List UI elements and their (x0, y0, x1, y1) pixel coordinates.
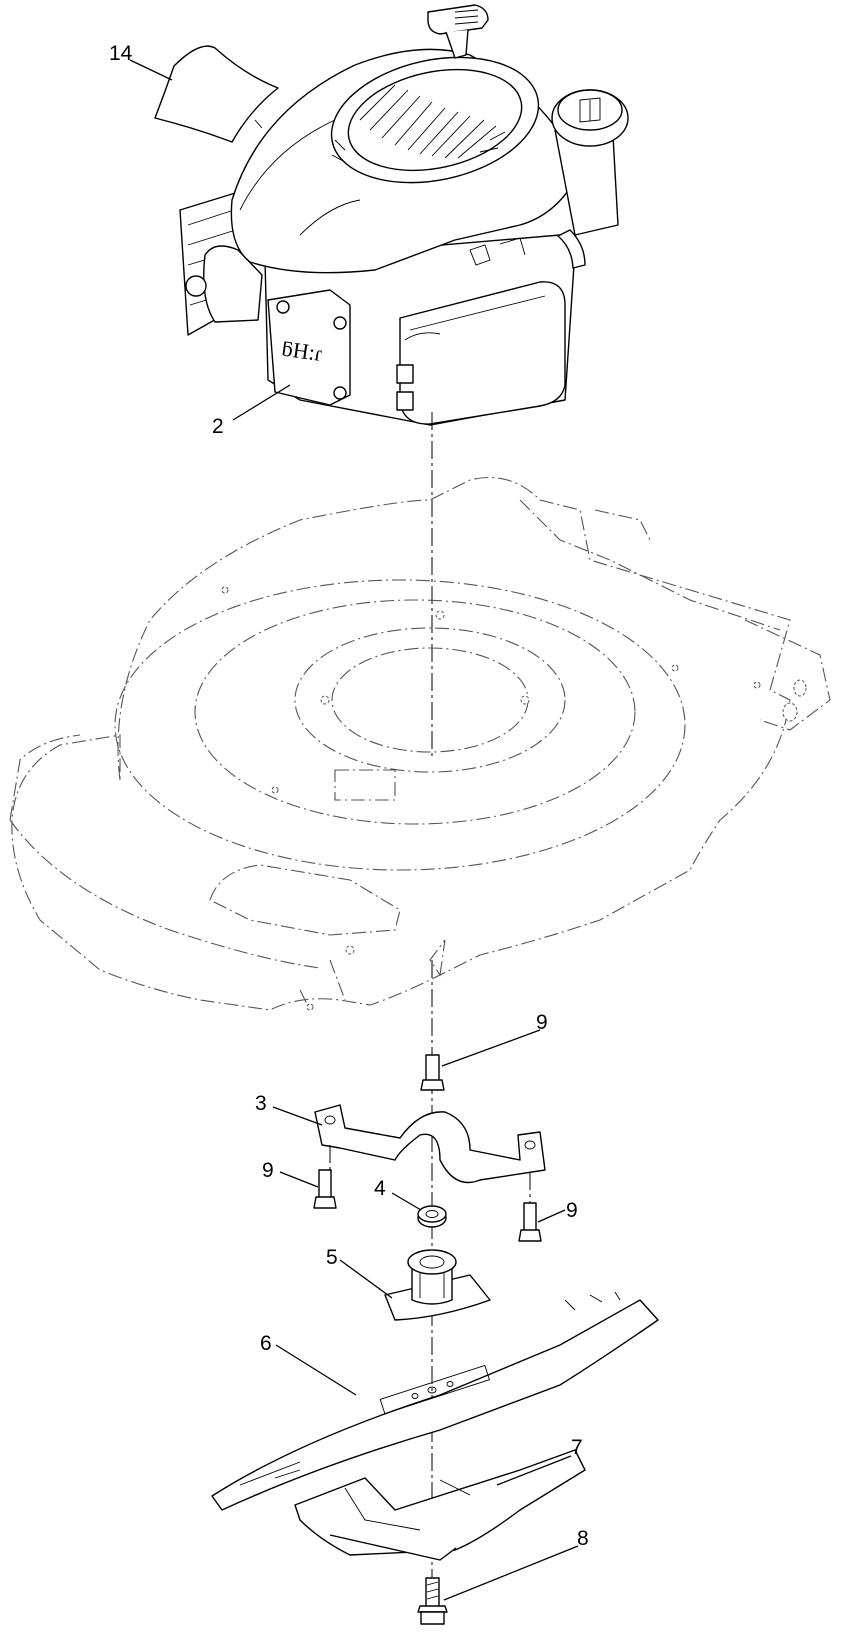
leader-3 (272, 1106, 323, 1126)
part-3-bracket (314, 1104, 546, 1203)
leader-9-left (279, 1171, 319, 1188)
leader-9-top (441, 1029, 541, 1067)
leader-9-right (537, 1209, 566, 1223)
callout-8: 8 (577, 1527, 589, 1550)
part-4-washer (417, 1205, 447, 1228)
callout-5: 5 (326, 1246, 338, 1269)
part-6-blade (211, 1291, 659, 1511)
callout-4: 4 (374, 1177, 386, 1200)
callout-14: 14 (109, 42, 133, 65)
leader-8 (443, 1545, 579, 1601)
leader-6 (275, 1344, 357, 1396)
part-9-screw-top (420, 1054, 445, 1091)
part-8-blade-bolt (417, 1577, 448, 1625)
svg-text:ƃH:ɾ: ƃH:ɾ (280, 336, 323, 366)
callout-9-top: 9 (536, 1011, 548, 1034)
part-5-blade-adapter (384, 1249, 491, 1321)
callout-3: 3 (255, 1092, 267, 1115)
part-9-screw-left (313, 1169, 337, 1209)
callout-9-left: 9 (262, 1159, 274, 1182)
part-9-screw-right (518, 1202, 542, 1242)
leader-5 (339, 1259, 393, 1299)
mower-deck-phantom (9, 476, 831, 1011)
part-7-baffle (294, 1449, 586, 1561)
leader-7 (496, 1455, 572, 1486)
callout-6: 6 (260, 1332, 272, 1355)
part-2-engine: ƃH:ɾ (179, 4, 629, 426)
callout-leaders (129, 59, 579, 1601)
leader-4 (391, 1192, 422, 1211)
leader-14 (129, 59, 173, 81)
callout-2: 2 (212, 415, 224, 438)
callout-7: 7 (571, 1436, 583, 1459)
callout-9-right: 9 (566, 1199, 578, 1222)
callout-labels: 14 2 9 3 9 4 9 5 6 7 8 (109, 42, 589, 1550)
part-14-decal (154, 45, 279, 143)
leader-2 (232, 384, 291, 421)
